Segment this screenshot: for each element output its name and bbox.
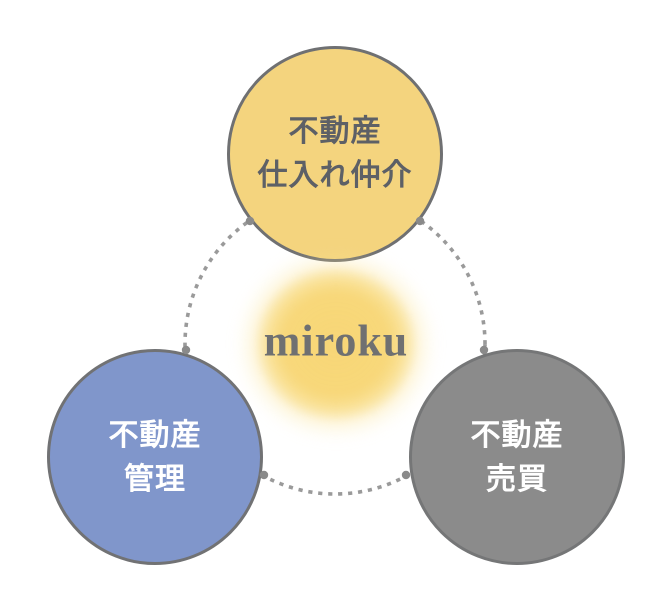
junction-dot: [401, 470, 411, 480]
circle-sales: [410, 350, 624, 564]
junction-dot: [245, 216, 255, 226]
junction-dot: [415, 216, 425, 226]
circle-management-border: [47, 349, 263, 565]
circle-management: [48, 350, 262, 564]
circle-procurement: [228, 47, 442, 261]
junction-dot: [181, 345, 191, 355]
circle-sales-border: [409, 349, 625, 565]
brand-wordmark: miroku: [263, 316, 409, 366]
junction-dot: [259, 470, 269, 480]
junction-dot: [479, 345, 489, 355]
dotted-ring: [183, 192, 487, 496]
